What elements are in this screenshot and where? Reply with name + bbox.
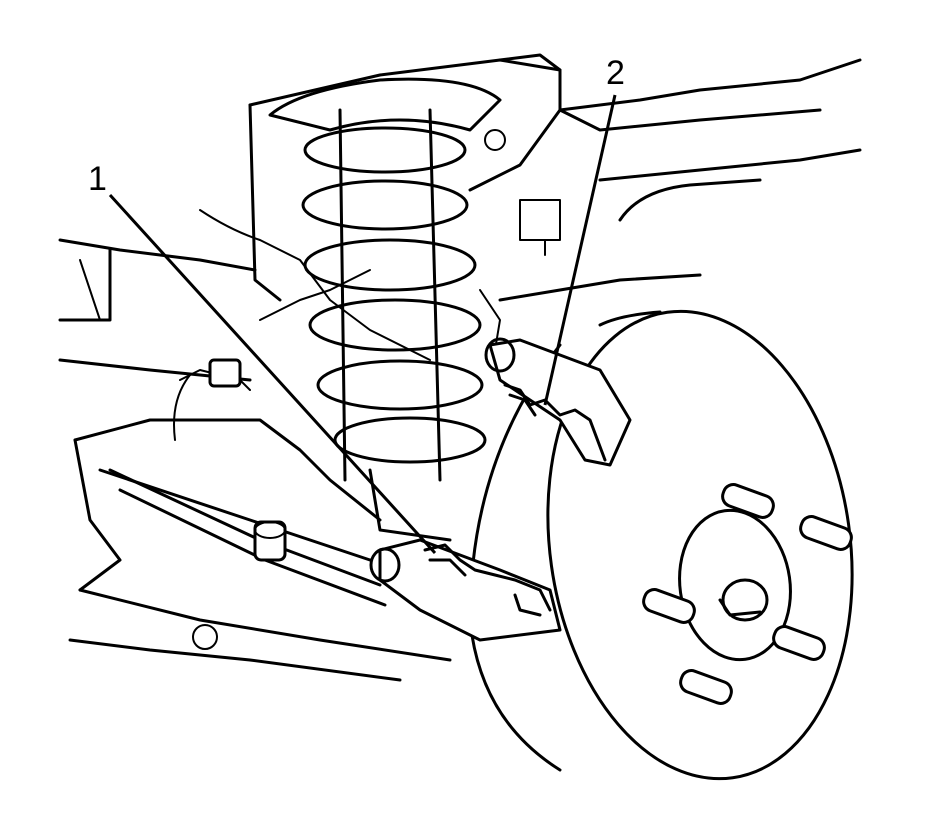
abutment-clip-lower <box>423 543 552 617</box>
stabilizer-bar <box>108 468 387 607</box>
callout-2-leader <box>543 94 617 406</box>
callout-2-label: 2 <box>606 54 625 92</box>
coil-spring <box>268 53 562 542</box>
abutment-clip-upper <box>503 383 607 462</box>
wheel-studs <box>642 483 853 705</box>
callout-1-leader <box>108 193 437 555</box>
callout-1-label: 1 <box>88 160 107 198</box>
lower-control-arm <box>68 418 452 682</box>
